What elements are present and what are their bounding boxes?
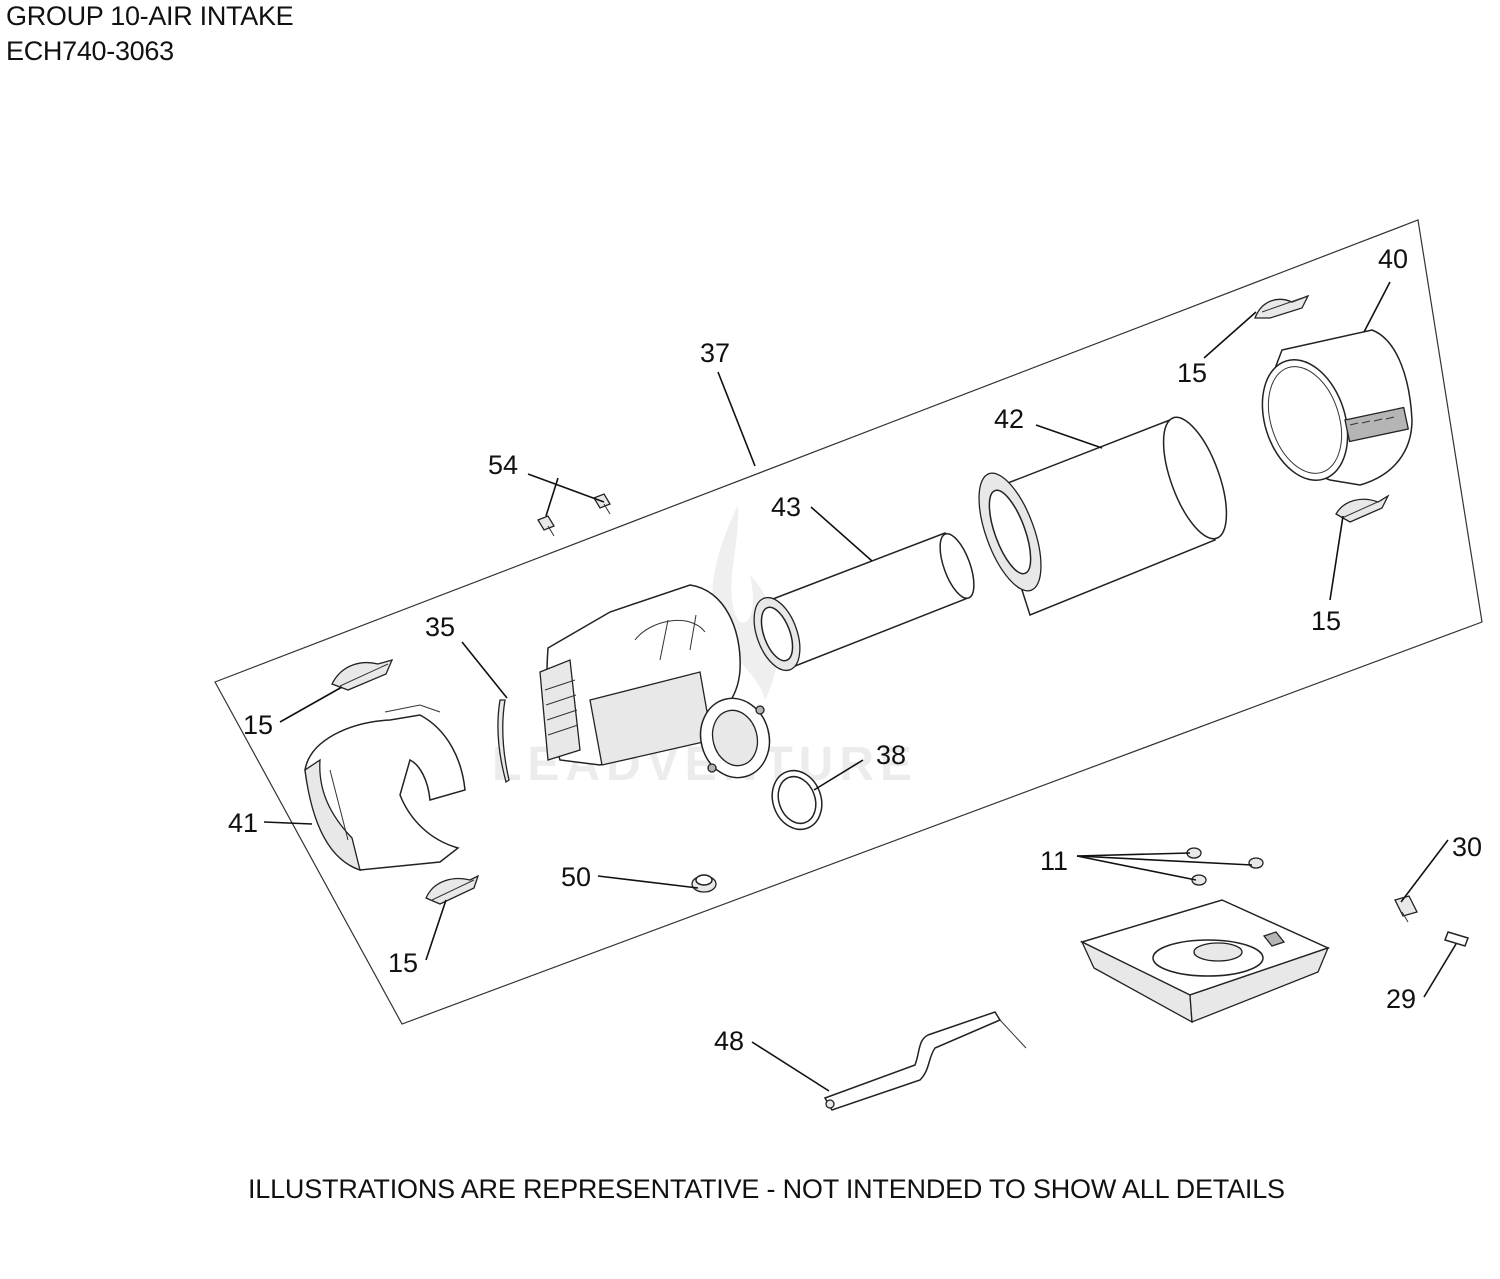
diagram-group-title: GROUP 10-AIR INTAKE (6, 1, 294, 31)
part-43-inner-filter[interactable] (745, 530, 981, 677)
callout-15-top-right: 15 (1177, 358, 1207, 388)
part-29-pin[interactable] (1444, 931, 1469, 947)
part-15-clip-top-right[interactable] (1254, 294, 1310, 319)
part-38-o-ring[interactable] (764, 764, 830, 837)
part-48-bracket[interactable] (823, 1011, 1027, 1111)
callout-50: 50 (561, 862, 591, 892)
callout-30: 30 (1452, 832, 1482, 862)
callout-15-bottom-left: 15 (388, 948, 418, 978)
watermark-flame-icon (712, 505, 778, 700)
callout-35: 35 (425, 612, 455, 642)
part-15-clip-left[interactable] (331, 658, 394, 691)
callout-41: 41 (228, 808, 258, 838)
part-42-primary-filter[interactable] (966, 410, 1239, 616)
callout-38: 38 (876, 740, 906, 770)
base-plate[interactable] (1079, 899, 1331, 1024)
part-11-nuts[interactable] (1186, 847, 1264, 886)
part-40-cover[interactable] (1248, 329, 1413, 491)
diagram-model-code: ECH740-3063 (6, 36, 174, 66)
part-37-housing[interactable] (539, 584, 778, 785)
callout-11: 11 (1040, 846, 1068, 876)
callout-40: 40 (1378, 244, 1408, 274)
air-cleaner-assembly-outline (214, 219, 1483, 1025)
disclaimer-footer: ILLUSTRATIONS ARE REPRESENTATIVE - NOT I… (248, 1174, 1285, 1204)
leader-lines (263, 281, 1457, 1092)
callout-15-left: 15 (243, 710, 273, 740)
part-15-clip-bottom-left[interactable] (425, 874, 480, 905)
part-35-gasket[interactable] (497, 699, 510, 784)
callout-15-right: 15 (1311, 606, 1341, 636)
callout-29: 29 (1386, 984, 1416, 1014)
part-50-grommet[interactable] (691, 874, 717, 893)
callout-48: 48 (714, 1026, 744, 1056)
part-41-precleaner-cover[interactable] (304, 704, 466, 871)
callout-43: 43 (771, 492, 801, 522)
part-30-fitting[interactable] (1394, 895, 1418, 923)
callout-54: 54 (488, 450, 518, 480)
callout-42: 42 (994, 404, 1024, 434)
part-54-screws[interactable] (537, 493, 611, 537)
callout-37: 37 (700, 338, 730, 368)
part-15-clip-right[interactable] (1335, 494, 1390, 523)
callout-labels: 37 40 15 42 54 43 15 35 15 38 41 50 15 1… (228, 244, 1482, 1056)
